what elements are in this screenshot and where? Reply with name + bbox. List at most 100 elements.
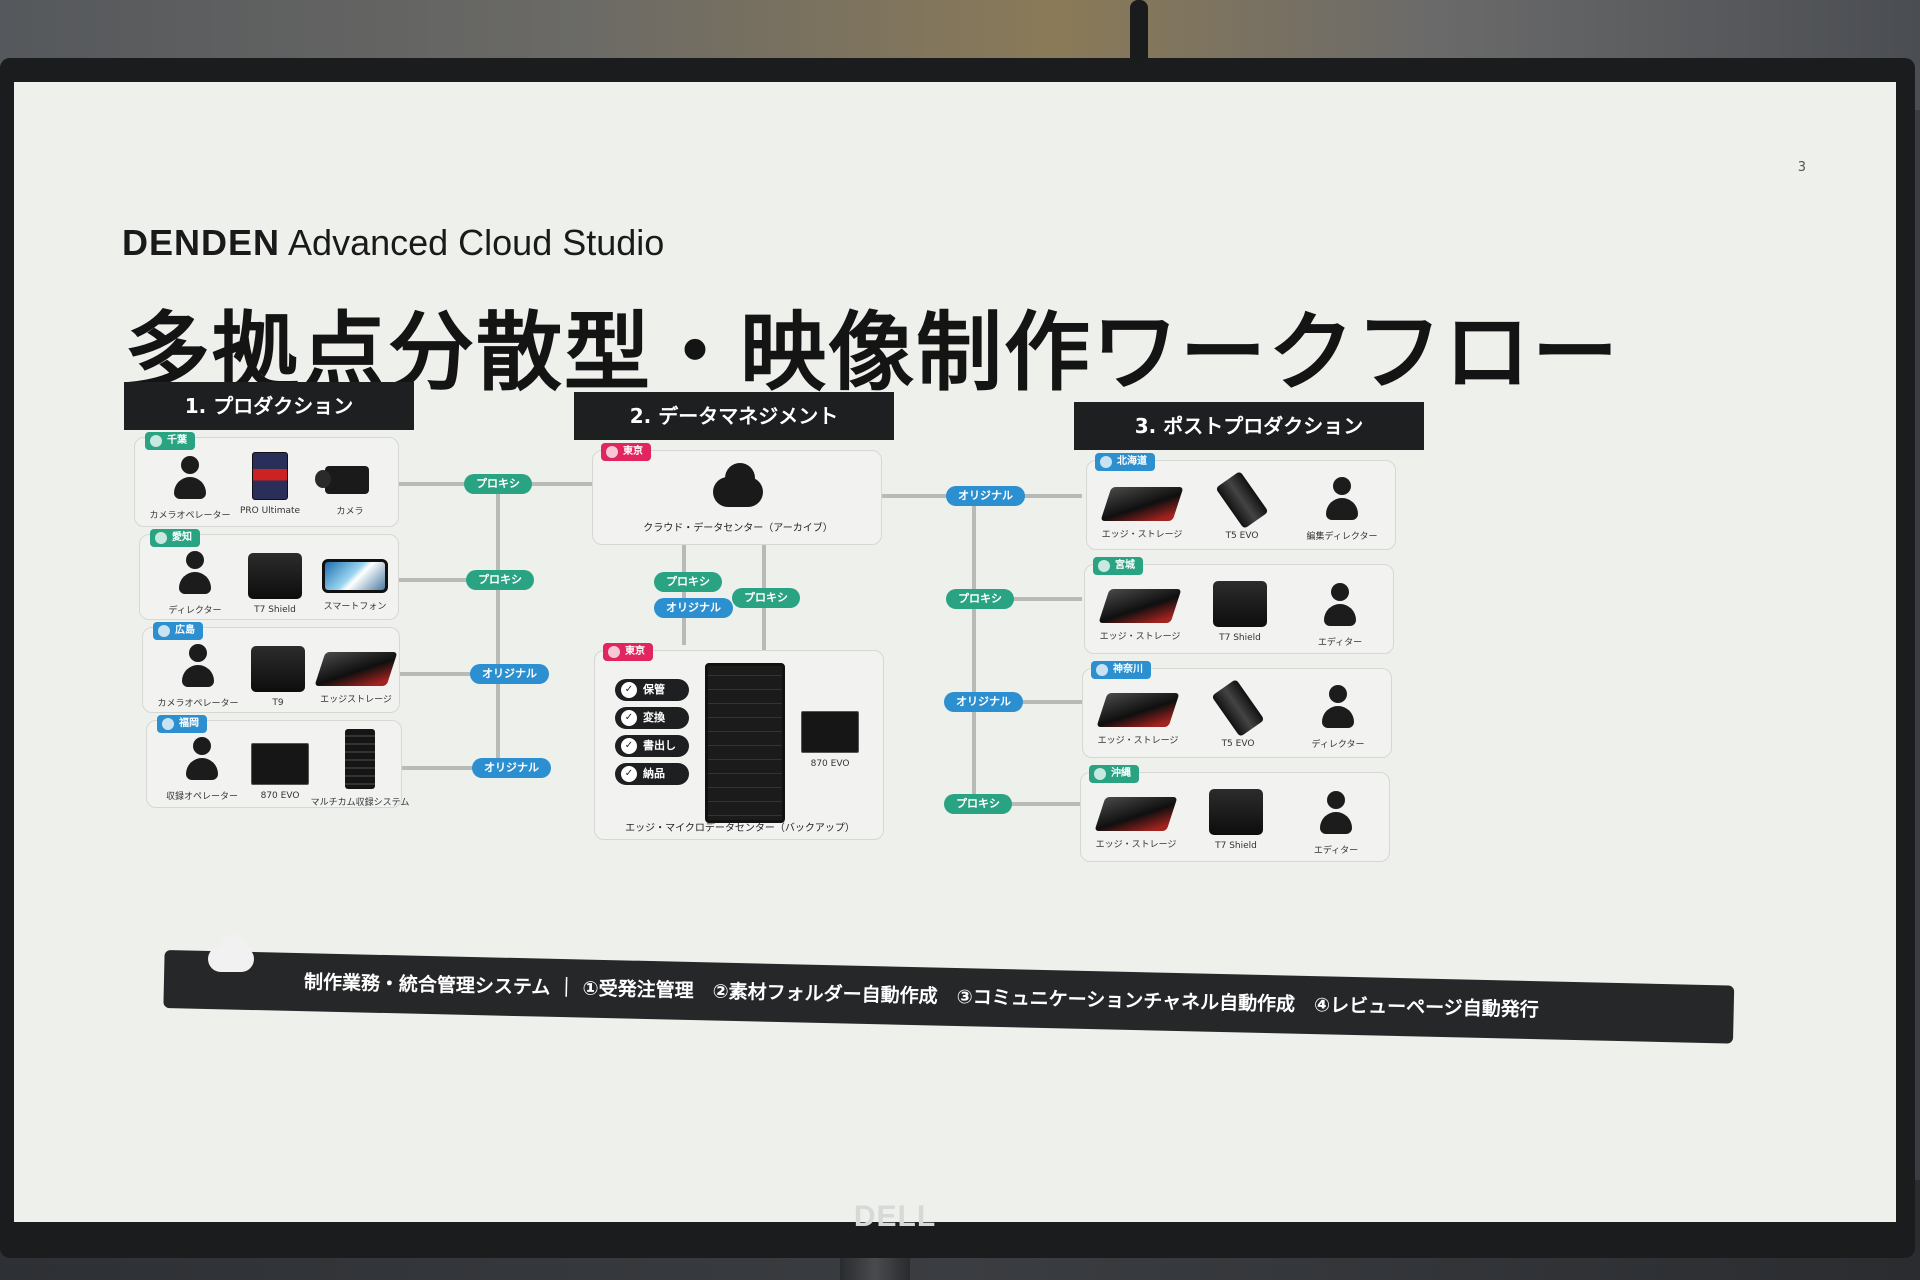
- location-tag: 東京: [601, 443, 651, 461]
- link-chip: オリジナル: [472, 758, 551, 778]
- device-t7-shield: T7 Shield: [220, 553, 330, 615]
- connector-vertical: [972, 494, 976, 806]
- link-chip: プロキシ: [466, 570, 534, 590]
- section-production: 1. プロダクション: [124, 382, 414, 430]
- ssd-icon: [251, 646, 305, 692]
- edge-storage-icon: [1094, 797, 1178, 831]
- function-export: 書出し: [615, 735, 689, 757]
- monitor-screen: 3 DENDEN Advanced Cloud Studio 多拠点分散型・映像…: [14, 82, 1896, 1222]
- location-tag: 東京: [603, 643, 653, 661]
- device-person: エディター: [1281, 791, 1391, 856]
- link-chip: オリジナル: [944, 692, 1023, 712]
- link-chip: プロキシ: [946, 589, 1014, 609]
- device-t9: T9: [223, 646, 333, 708]
- edge-datacenter-label: エッジ・マイクロデータセンター（バックアップ）: [625, 823, 855, 834]
- ssd-icon: [1211, 678, 1265, 738]
- monitor: 3 DENDEN Advanced Cloud Studio 多拠点分散型・映像…: [0, 58, 1915, 1258]
- location-tag: 沖縄: [1089, 765, 1139, 783]
- link-chip: プロキシ: [732, 588, 800, 608]
- page-number: 3: [1797, 160, 1806, 175]
- location-tag: 福岡: [157, 715, 207, 733]
- connector: [974, 597, 1082, 601]
- location-tag: 広島: [153, 622, 203, 640]
- ssd-icon: [1215, 470, 1269, 530]
- person-icon: [175, 551, 215, 597]
- device-person: ディレクター: [1283, 685, 1393, 750]
- device-camera: カメラ: [295, 454, 405, 517]
- connector-vertical: [496, 482, 500, 770]
- link-chip: オリジナル: [654, 598, 733, 618]
- person-icon: [1322, 477, 1362, 523]
- edge-datacenter-panel: 東京 保管 変換 書出し 納品 870 EVO エッジ・マイクロデータセンター（…: [594, 643, 885, 840]
- monitor-brand-logo: DELL: [853, 1200, 937, 1233]
- link-chip: プロキシ: [464, 474, 532, 494]
- link-chip: プロキシ: [654, 572, 722, 592]
- production-site-fukuoka: 福岡 収録オペレーター 870 EVO マルチカム収録システム: [146, 715, 409, 808]
- connector: [399, 578, 529, 582]
- ssd-icon: [248, 553, 302, 599]
- device-t7-shield: T7 Shield: [1181, 789, 1291, 851]
- location-tag: 愛知: [150, 529, 200, 547]
- link-chip: オリジナル: [946, 486, 1025, 506]
- person-icon: [178, 644, 218, 690]
- cloud-icon: [703, 463, 773, 513]
- connector: [974, 802, 1082, 806]
- person-icon: [1320, 583, 1360, 629]
- device-sd-card: PRO Ultimate: [215, 452, 325, 516]
- function-convert: 変換: [615, 707, 689, 729]
- edge-storage-icon: [314, 652, 398, 686]
- ssd-icon: [801, 711, 859, 753]
- management-system-bar: 制作業務・統合管理システム ｜ ①受発注管理 ②素材フォルダー自動作成 ③コミュ…: [163, 950, 1735, 1044]
- connector: [402, 766, 532, 770]
- device-870-evo: 870 EVO: [225, 743, 335, 801]
- ssd-icon: [1209, 789, 1263, 835]
- device-edge-storage: エッジ・ストレージ: [1081, 797, 1191, 850]
- device-t5-evo: T5 EVO: [1187, 470, 1297, 541]
- section-data-management: 2. データマネジメント: [574, 392, 894, 440]
- function-store: 保管: [615, 679, 689, 701]
- device-person: カメラオペレーター: [135, 456, 245, 521]
- link-chip: プロキシ: [944, 794, 1012, 814]
- cloud-datacenter-label: クラウド・データセンター（アーカイブ）: [643, 523, 833, 534]
- connector-vertical: [682, 545, 686, 645]
- edge-storage-icon: [1096, 693, 1180, 727]
- post-site-hokkaido: 北海道 エッジ・ストレージ T5 EVO 編集ディレクター: [1086, 453, 1396, 550]
- post-site-kanagawa: 神奈川 エッジ・ストレージ T5 EVO ディレクター: [1082, 661, 1393, 758]
- tower-icon: [345, 729, 375, 789]
- location-tag: 千葉: [145, 432, 195, 450]
- device-multicam: マルチカム収録システム: [305, 729, 415, 808]
- connector: [974, 700, 1082, 704]
- device-person: ディレクター: [140, 551, 250, 616]
- person-icon: [1318, 685, 1358, 731]
- production-site-chiba: 千葉 カメラオペレーター PRO Ultimate カメラ: [134, 432, 399, 527]
- brand-rest: Advanced Cloud Studio: [288, 222, 665, 263]
- device-edge-storage: エッジストレージ: [301, 652, 411, 705]
- person-icon: [1316, 791, 1356, 837]
- link-chip: オリジナル: [470, 664, 549, 684]
- brand-bold: DENDEN: [122, 222, 281, 263]
- device-smartphone: スマートフォン: [300, 559, 410, 612]
- monitor-cable: [1130, 0, 1148, 70]
- production-site-hiroshima: 広島 カメラオペレーター T9 エッジストレージ: [142, 622, 400, 713]
- device-t5-evo: T5 EVO: [1183, 678, 1293, 749]
- function-deliver: 納品: [615, 763, 689, 785]
- device-edge-storage: エッジ・ストレージ: [1085, 589, 1195, 642]
- location-tag: 神奈川: [1091, 661, 1151, 679]
- ssd-icon: [1213, 581, 1267, 627]
- cloud-icon: [204, 934, 264, 974]
- location-tag: 北海道: [1095, 453, 1155, 471]
- person-icon: [170, 456, 210, 502]
- person-icon: [182, 737, 222, 783]
- location-tag: 宮城: [1093, 557, 1143, 575]
- edge-storage-icon: [1100, 487, 1184, 521]
- production-site-aichi: 愛知 ディレクター T7 Shield スマートフォン: [139, 529, 399, 620]
- brand: DENDEN Advanced Cloud Studio: [122, 222, 664, 264]
- section-post-production: 3. ポストプロダクション: [1074, 402, 1424, 450]
- edge-storage-icon: [1098, 589, 1182, 623]
- device-edge-storage: エッジ・ストレージ: [1087, 487, 1197, 540]
- device-edge-storage: エッジ・ストレージ: [1083, 693, 1193, 746]
- device-870-evo: 870 EVO: [775, 711, 885, 769]
- cloud-datacenter-panel: 東京 クラウド・データセンター（アーカイブ）: [592, 443, 882, 545]
- rack-icon: [705, 663, 785, 823]
- device-t7-shield: T7 Shield: [1185, 581, 1295, 643]
